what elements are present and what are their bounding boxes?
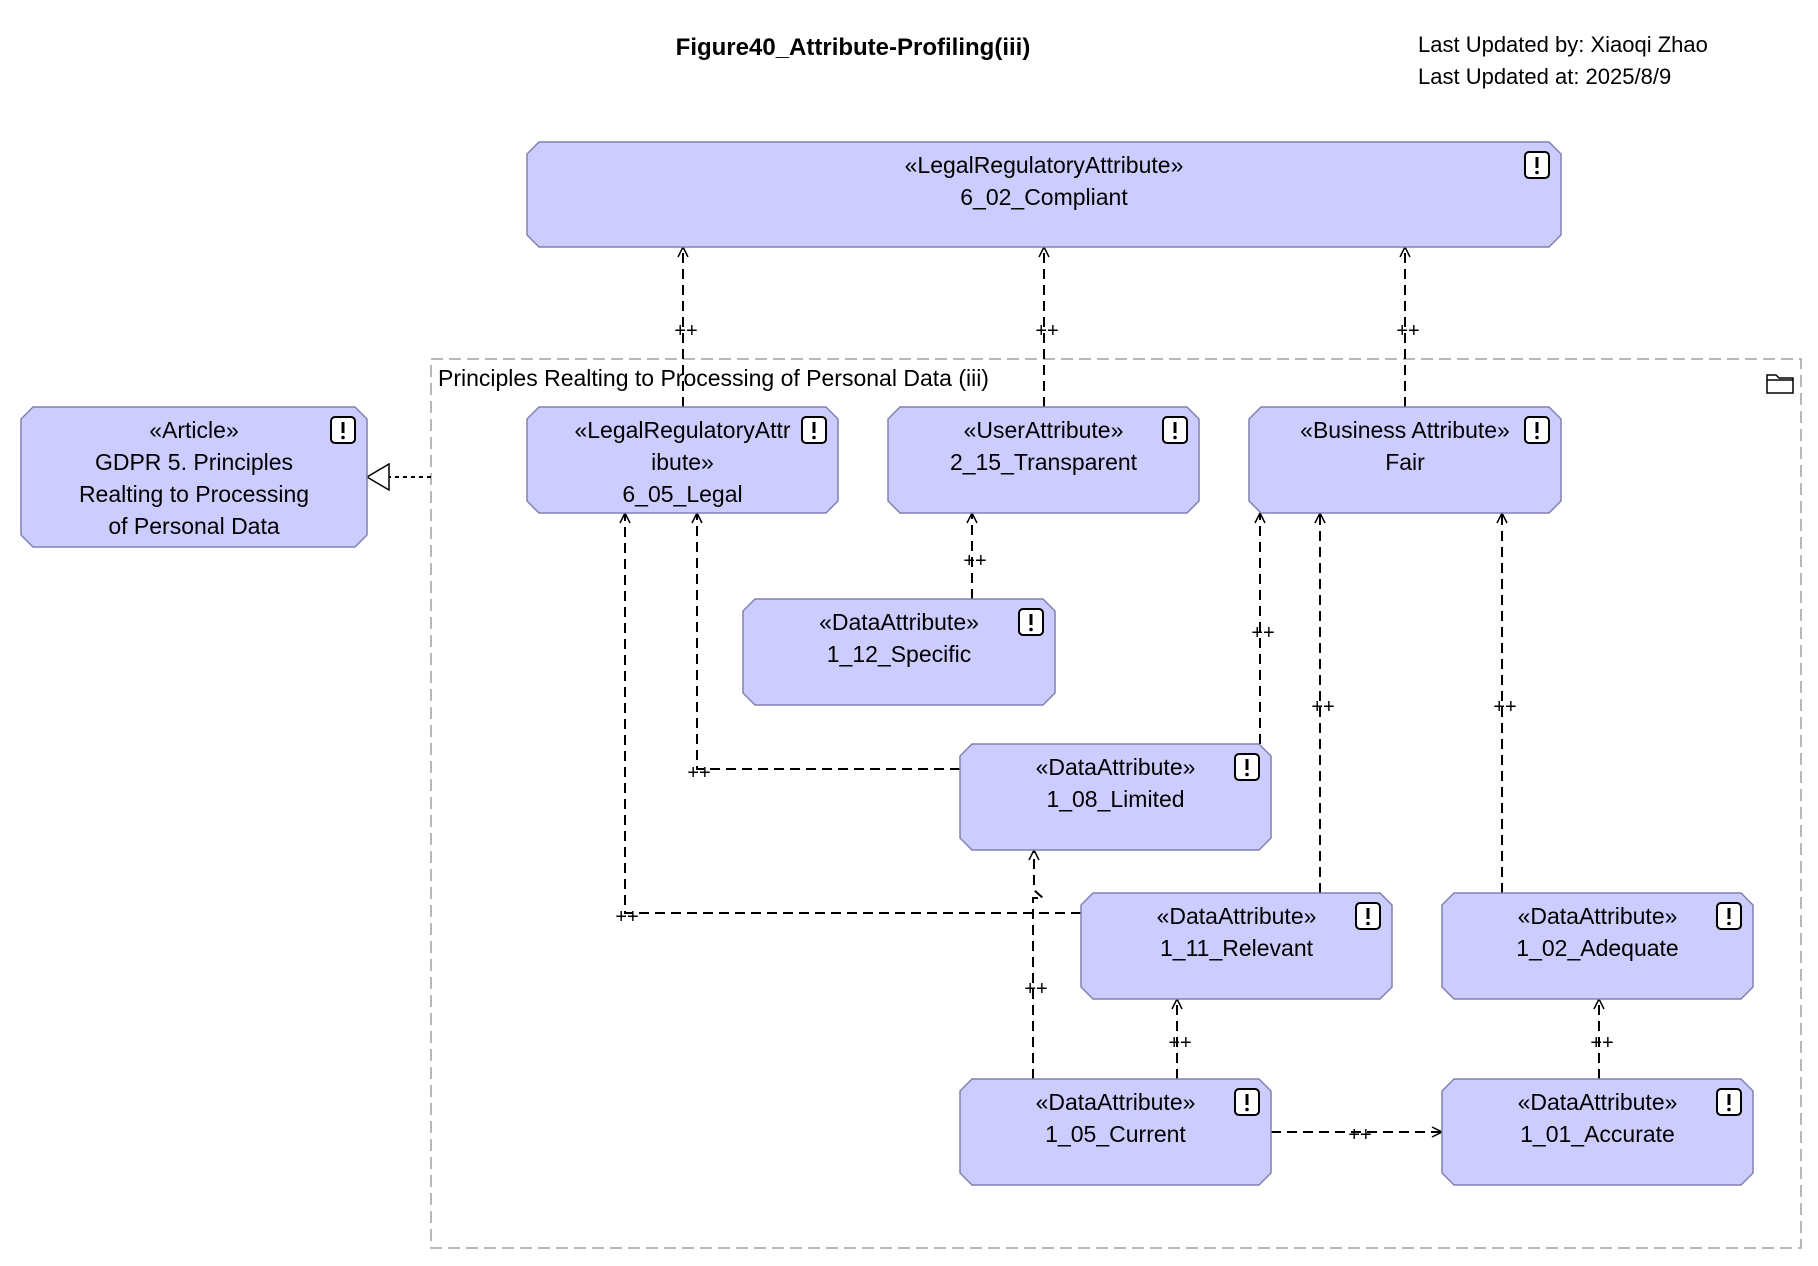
edge-multiplicity-label: ++ xyxy=(1348,1124,1371,1146)
node-shape xyxy=(1441,1078,1754,1186)
package-frame[interactable] xyxy=(430,358,1802,1249)
edge-fair-compliant[interactable]: ++ xyxy=(1396,247,1420,407)
node-label: 1_02_Adequate xyxy=(1516,935,1678,961)
exclamation-icon xyxy=(1162,416,1188,444)
node-fair[interactable]: «Business Attribute» Fair xyxy=(1248,406,1562,514)
edge-current-accurate[interactable]: ++ xyxy=(1271,1124,1442,1146)
node-stereotype: «LegalRegulatoryAttr xyxy=(574,417,790,443)
edge-multiplicity-label: ++ xyxy=(1251,622,1274,644)
node-stereotype: «DataAttribute» xyxy=(1036,754,1196,780)
node-label: 1_12_Specific xyxy=(827,641,972,667)
node-specific[interactable]: «DataAttribute» 1_12_Specific xyxy=(742,598,1056,706)
node-shape xyxy=(887,406,1200,514)
node-shape xyxy=(959,1078,1272,1186)
node-label: GDPR 5. Principles xyxy=(95,449,293,475)
exclamation-icon xyxy=(801,416,827,444)
edge-relevant-legal[interactable]: ++ xyxy=(615,513,1081,928)
node-label: 1_05_Current xyxy=(1045,1121,1186,1147)
edge-accurate-adequate[interactable]: ++ xyxy=(1590,999,1614,1079)
node-transparent[interactable]: «UserAttribute» 2_15_Transparent xyxy=(887,406,1200,514)
node-shape xyxy=(526,141,1562,248)
node-compliant[interactable]: «LegalRegulatoryAttribute» 6_02_Compliant xyxy=(526,141,1562,248)
node-accurate[interactable]: «DataAttribute» 1_01_Accurate xyxy=(1441,1078,1754,1186)
node-label: Realting to Processing xyxy=(79,481,309,507)
folder-icon xyxy=(1766,374,1794,394)
node-stereotype: «DataAttribute» xyxy=(1518,1089,1678,1115)
node-shape xyxy=(1248,406,1562,514)
edge-limited-legal[interactable]: ++ xyxy=(687,513,960,784)
edge-specific-transparent[interactable]: ++ xyxy=(963,513,987,599)
node-stereotype: «DataAttribute» xyxy=(1157,903,1317,929)
node-stereotype: «DataAttribute» xyxy=(819,609,979,635)
edge-limited-fair[interactable]: ++ xyxy=(1251,513,1275,744)
node-current[interactable]: «DataAttribute» 1_05_Current xyxy=(959,1078,1272,1186)
node-limited[interactable]: «DataAttribute» 1_08_Limited xyxy=(959,743,1272,851)
last-updated-by: Last Updated by: Xiaoqi Zhao xyxy=(1418,32,1708,57)
edge-multiplicity-label: ++ xyxy=(963,550,986,572)
node-shape xyxy=(959,743,1272,851)
exclamation-icon xyxy=(1018,608,1044,636)
edge-multiplicity-label: ++ xyxy=(615,906,638,928)
last-updated-at: Last Updated at: 2025/8/9 xyxy=(1418,64,1672,89)
edge-current-relevant[interactable]: ++ xyxy=(1168,999,1192,1079)
node-label: 6_02_Compliant xyxy=(960,184,1128,210)
edge-multiplicity-label: ++ xyxy=(1590,1032,1613,1054)
exclamation-icon xyxy=(1234,753,1260,781)
node-label: 1_01_Accurate xyxy=(1520,1121,1675,1147)
exclamation-icon xyxy=(1524,151,1550,179)
node-relevant[interactable]: «DataAttribute» 1_11_Relevant xyxy=(1080,892,1393,1000)
node-label: 2_15_Transparent xyxy=(950,449,1138,475)
node-shape xyxy=(742,598,1056,706)
node-stereotype: «DataAttribute» xyxy=(1036,1089,1196,1115)
edge-multiplicity-label: ++ xyxy=(1024,978,1047,1000)
exclamation-icon xyxy=(1716,902,1742,930)
node-label: 1_08_Limited xyxy=(1046,786,1184,812)
edge-line xyxy=(697,513,960,770)
node-label: 1_11_Relevant xyxy=(1160,935,1314,961)
edge-adequate-fair[interactable]: ++ xyxy=(1493,513,1517,893)
exclamation-icon xyxy=(1716,1088,1742,1116)
exclamation-icon xyxy=(1234,1088,1260,1116)
exclamation-icon xyxy=(330,416,356,444)
node-shape xyxy=(526,406,839,514)
edge-multiplicity-label: ++ xyxy=(1035,320,1058,342)
edge-line xyxy=(625,513,1081,914)
edge-multiplicity-label: ++ xyxy=(674,320,697,342)
node-shape xyxy=(1441,892,1754,1000)
package-label: Principles Realting to Processing of Per… xyxy=(438,365,989,391)
exclamation-icon xyxy=(1355,902,1381,930)
exclamation-icon xyxy=(1524,416,1550,444)
edge-legal-compliant[interactable]: ++ xyxy=(674,247,698,407)
edge-relevant-fair[interactable]: ++ xyxy=(1311,513,1335,893)
edge-multiplicity-label: ++ xyxy=(1168,1032,1191,1054)
node-stereotype: «Business Attribute» xyxy=(1300,417,1510,443)
edge-multiplicity-label: ++ xyxy=(687,762,710,784)
edge-multiplicity-label: ++ xyxy=(1493,696,1516,718)
node-label: Fair xyxy=(1385,449,1425,475)
node-label: ibute» xyxy=(651,449,714,475)
diagram-title: Figure40_Attribute-Profiling(iii) xyxy=(675,34,1031,61)
node-stereotype: «UserAttribute» xyxy=(964,417,1124,443)
node-stereotype: «Article» xyxy=(149,417,238,443)
edge-multiplicity-label: ++ xyxy=(1311,696,1334,718)
node-stereotype: «DataAttribute» xyxy=(1518,903,1678,929)
node-stereotype: «LegalRegulatoryAttribute» xyxy=(905,152,1184,178)
edge-line xyxy=(1033,850,1046,1079)
node-shape xyxy=(1080,892,1393,1000)
node-label: of Personal Data xyxy=(108,513,280,539)
edge-transparent-compliant[interactable]: ++ xyxy=(1035,247,1059,407)
node-adequate[interactable]: «DataAttribute» 1_02_Adequate xyxy=(1441,892,1754,1000)
node-label: 6_05_Legal xyxy=(622,481,742,507)
node-legal[interactable]: «LegalRegulatoryAttr ibute» 6_05_Legal xyxy=(526,406,839,514)
edge-current-limited[interactable]: ++ xyxy=(1024,850,1048,1079)
edge-multiplicity-label: ++ xyxy=(1396,320,1419,342)
node-shape xyxy=(20,406,368,548)
